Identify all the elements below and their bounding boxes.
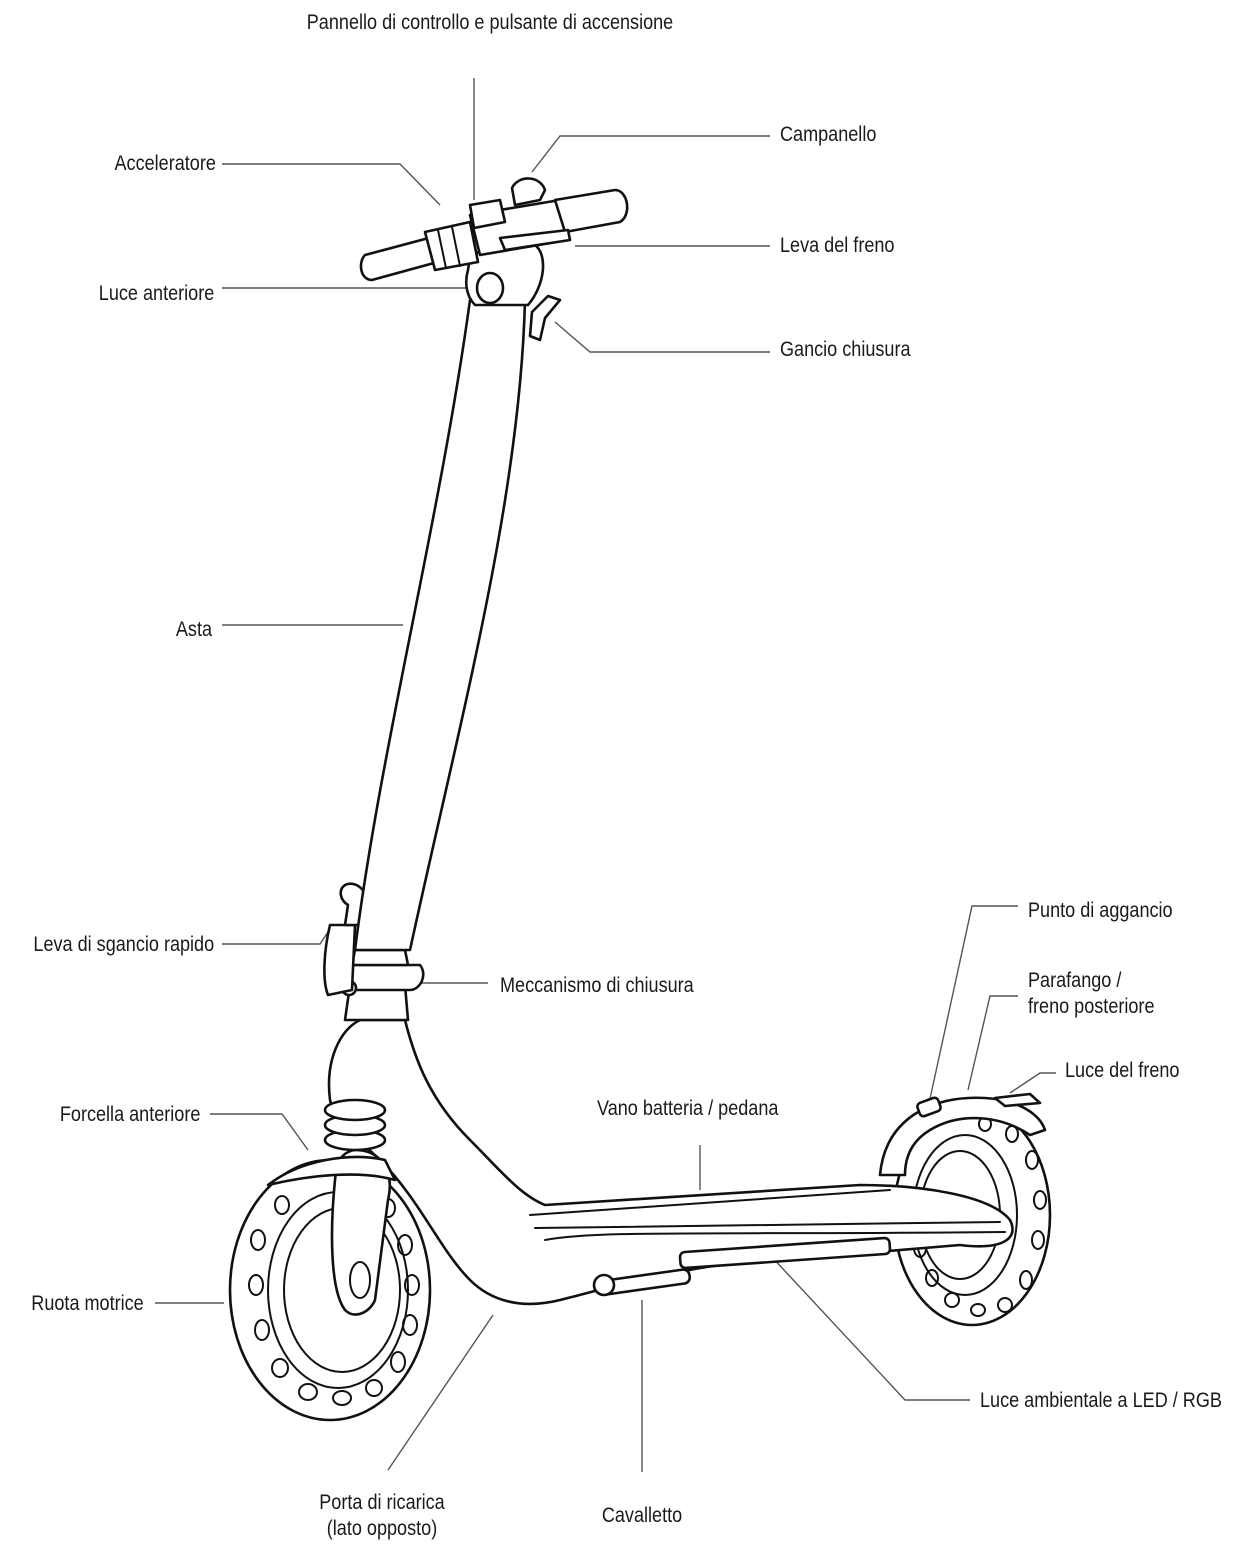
leader-leva-sgancio [222,931,329,945]
label-forcella: Forcella anteriore [59,1103,200,1126]
leader-forcella [210,1113,309,1151]
leader-luce-ambientale [769,1254,970,1401]
leader-porta [387,1314,494,1471]
label-luce-anteriore: Luce anteriore [98,282,214,305]
quick-release-lever [323,923,357,997]
label-gancio-chiusura: Gancio chiusura [780,338,911,361]
headset [323,1098,387,1152]
label-luce-ambientale: Luce ambientale a LED / RGB [980,1389,1222,1412]
label-vano-batteria: Vano batteria / pedana [597,1097,779,1120]
label-porta-ricarica: Porta di ricarica (lato opposto) [319,1491,445,1540]
label-luce-freno: Luce del freno [1065,1059,1180,1082]
folding-hook [528,294,562,342]
label-parafango: Parafango / freno posteriore [1028,969,1155,1018]
front-fork [330,1148,391,1316]
leader-gancio [554,321,770,353]
leader-lines [155,78,1056,1472]
brake-lever-shape [498,228,572,252]
led-strip [678,1236,892,1270]
brake-light-shape [993,1092,1042,1108]
label-campanello: Campanello [780,123,877,146]
label-meccanismo-chiusura: Meccanismo di chiusura [500,974,694,997]
leader-punto-aggancio [927,905,1018,1109]
label-acceleratore: Acceleratore [114,152,216,175]
scooter-drawing [228,177,1052,1422]
label-asta: Asta [175,618,212,641]
leader-acceleratore [222,163,441,206]
label-ruota-motrice: Ruota motrice [31,1292,144,1315]
bell-shape [510,177,547,207]
leader-luce-freno [1009,1072,1056,1094]
label-pannello: Pannello di controllo e pulsante di acce… [306,11,674,34]
label-punto-aggancio: Punto di aggancio [1028,899,1173,922]
stem [353,291,527,952]
label-leva-freno: Leva del freno [780,234,895,257]
leader-campanello [531,135,770,173]
leader-parafango [967,995,1018,1091]
front-wheel [228,1158,432,1422]
kickstand [592,1268,692,1297]
handlebar [359,177,629,282]
label-leva-sgancio: Leva di sgancio rapido [33,933,214,956]
label-cavalletto: Cavalletto [601,1504,683,1527]
front-light-shape [475,271,505,305]
